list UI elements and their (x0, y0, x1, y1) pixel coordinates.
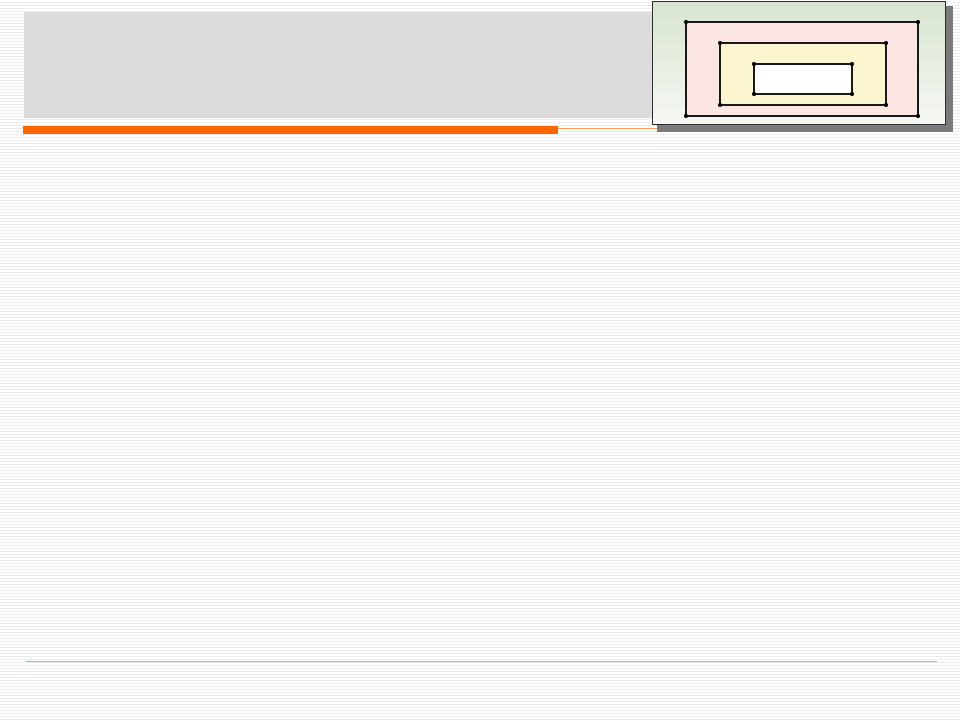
corner-dot (684, 20, 688, 24)
corner-dot (684, 114, 688, 118)
corner-dot (752, 62, 756, 66)
corner-dot (884, 103, 888, 107)
corner-dot (916, 114, 920, 118)
corner-dot (850, 62, 854, 66)
corner-dot (718, 103, 722, 107)
slide-body-placeholder (24, 150, 936, 650)
title-accent-thin-line (558, 128, 658, 129)
slide-title-placeholder (24, 12, 674, 118)
corner-dot (916, 20, 920, 24)
corner-dot (884, 41, 888, 45)
inner-rectangle (752, 62, 854, 96)
corner-dot (752, 92, 756, 96)
title-accent-bar (23, 126, 558, 134)
corner-dot (718, 41, 722, 45)
footer-rule (26, 661, 937, 662)
corner-dot (850, 92, 854, 96)
nested-rectangles-icon (652, 1, 946, 125)
